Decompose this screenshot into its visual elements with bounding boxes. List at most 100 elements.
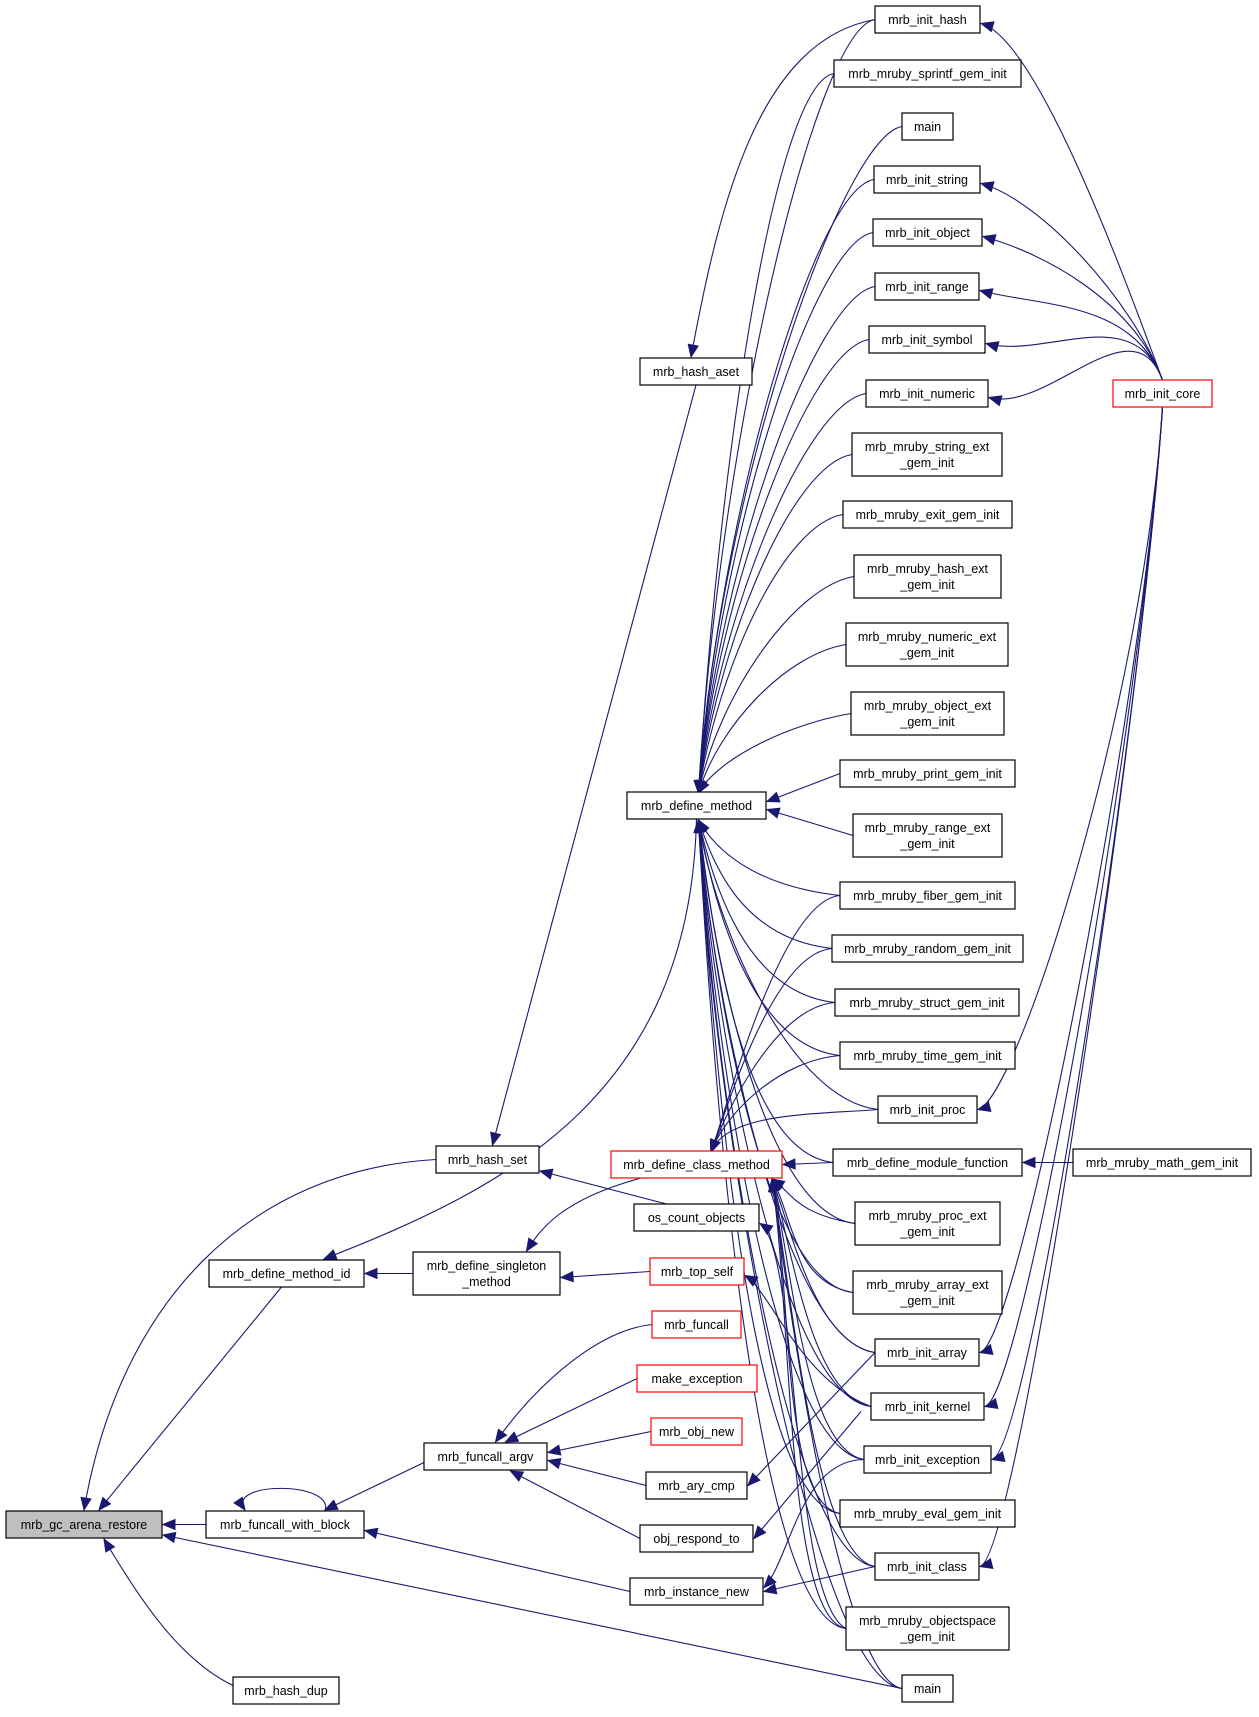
node-box (423, 1442, 548, 1471)
edge-init-hash-to-hash-aset (687, 18, 876, 359)
node-box (839, 759, 1016, 788)
node-label: os_count_objects (648, 1211, 745, 1225)
edge-exit_gem-to-define-method (694, 513, 844, 795)
node-eval-gem[interactable]: mrb_mruby_eval_gem_init (839, 1499, 1016, 1528)
node-define-method-id[interactable]: mrb_define_method_id (208, 1259, 365, 1288)
edge-obj-new-to-funcall-argv (546, 1430, 652, 1456)
node-sprintf-gem[interactable]: mrb_mruby_sprintf_gem_init (833, 59, 1022, 88)
edge-init_proc-to-define-class-method-arrowhead (710, 1138, 721, 1154)
node-range-ext[interactable]: mrb_mruby_range_ext_gem_init (852, 813, 1003, 858)
edge-define-method-to-define-method-id (322, 818, 698, 1260)
node-define-singleton-method[interactable]: mrb_define_singleton_method (412, 1251, 561, 1296)
node-object-ext[interactable]: mrb_mruby_object_ext_gem_init (850, 691, 1005, 736)
node-box (205, 1510, 365, 1539)
node-label: mrb_funcall_argv (438, 1450, 535, 1464)
edge-init_proc-to-define-class-method (710, 1108, 879, 1154)
node-init-kernel[interactable]: mrb_init_kernel (870, 1392, 985, 1421)
node-init-array[interactable]: mrb_init_array (874, 1338, 980, 1367)
node-funcall-with-block[interactable]: mrb_funcall_with_block (205, 1510, 365, 1539)
node-funcall[interactable]: mrb_funcall (651, 1310, 742, 1339)
edge-init_class-to-define-method-line (697, 819, 876, 1568)
edge-ary-cmp-to-funcall-argv-arrowhead (546, 1458, 562, 1470)
node-label: mrb_init_range (885, 280, 968, 294)
node-fiber-gem[interactable]: mrb_mruby_fiber_gem_init (839, 881, 1016, 910)
node-label: _gem_init (899, 837, 955, 851)
edge-object_ext-to-define-method-arrowhead (697, 779, 710, 795)
edge-objectspace_gem-to-define-class-method-line (771, 1178, 847, 1630)
node-numeric-ext[interactable]: mrb_mruby_numeric_ext_gem_init (845, 622, 1009, 667)
node-top-self[interactable]: mrb_top_self (649, 1257, 745, 1286)
node-init-hash[interactable]: mrb_init_hash (874, 5, 981, 34)
node-label: mrb_mruby_objectspace (859, 1614, 996, 1628)
node-label: mrb_mruby_math_gem_init (1086, 1156, 1239, 1170)
node-hash-dup[interactable]: mrb_hash_dup (232, 1676, 340, 1705)
edge-init_exception-to-define-class-method-line (771, 1178, 865, 1461)
edge-init-core-to-init_string-line (980, 182, 1164, 381)
node-gc-arena-restore[interactable]: mrb_gc_arena_restore (5, 1510, 163, 1539)
edge-funcall-to-funcall-argv (494, 1323, 653, 1444)
node-label: _gem_init (899, 1630, 955, 1644)
node-label: mrb_instance_new (644, 1585, 750, 1599)
node-exit-gem[interactable]: mrb_mruby_exit_gem_init (842, 500, 1013, 529)
node-os-count-objects[interactable]: os_count_objects (633, 1203, 760, 1232)
node-box (832, 1148, 1023, 1177)
edge-init-core-to-init_class (978, 406, 1164, 1569)
node-hash-aset[interactable]: mrb_hash_aset (639, 357, 753, 386)
node-obj-respond-to[interactable]: obj_respond_to (639, 1524, 754, 1553)
node-main-bottom[interactable]: main (901, 1674, 954, 1703)
node-label: mrb_hash_dup (244, 1684, 327, 1698)
node-hash-set[interactable]: mrb_hash_set (435, 1145, 540, 1174)
node-obj-new[interactable]: mrb_obj_new (650, 1417, 743, 1446)
node-math-gem[interactable]: mrb_mruby_math_gem_init (1072, 1148, 1252, 1177)
edge-time_gem-to-define-method (695, 818, 841, 1057)
edge-os-count-objects-to-hash-set (538, 1168, 667, 1205)
node-funcall-argv[interactable]: mrb_funcall_argv (423, 1442, 548, 1471)
edge-define-class-method-to-define-singleton-arrowhead (525, 1237, 539, 1253)
node-define-module-function[interactable]: mrb_define_module_function (832, 1148, 1023, 1177)
node-label: mrb_ary_cmp (658, 1479, 734, 1493)
node-init-object[interactable]: mrb_init_object (872, 218, 983, 247)
node-init-numeric[interactable]: mrb_init_numeric (865, 379, 989, 408)
node-array-ext[interactable]: mrb_mruby_array_ext_gem_init (852, 1270, 1003, 1315)
node-instance-new[interactable]: mrb_instance_new (629, 1577, 764, 1606)
node-init-symbol[interactable]: mrb_init_symbol (868, 325, 986, 354)
node-init-class[interactable]: mrb_init_class (874, 1552, 980, 1581)
node-label: mrb_mruby_object_ext (864, 699, 992, 713)
edge-main_bottom-to-define-class-method-line (771, 1178, 903, 1690)
edge-init-core-to-init_object-arrowhead (981, 234, 997, 246)
node-random-gem[interactable]: mrb_mruby_random_gem_init (831, 934, 1024, 963)
node-ary-cmp[interactable]: mrb_ary_cmp (645, 1471, 748, 1500)
node-hash-ext[interactable]: mrb_mruby_hash_ext_gem_init (853, 554, 1002, 599)
node-label: mrb_init_exception (875, 1453, 980, 1467)
node-box (629, 1577, 764, 1606)
node-time-gem[interactable]: mrb_mruby_time_gem_init (839, 1041, 1016, 1070)
node-init-exception[interactable]: mrb_init_exception (863, 1445, 992, 1474)
edge-array_ext-to-define-class-method-line (771, 1178, 854, 1294)
node-struct-gem[interactable]: mrb_mruby_struct_gem_init (834, 988, 1020, 1017)
node-init-range[interactable]: mrb_init_range (874, 272, 980, 301)
edge-init_symbol-to-define-method-line (697, 338, 870, 794)
edge-init-kernel-to-top-self-arrowhead (743, 1274, 759, 1287)
node-init-proc[interactable]: mrb_init_proc (877, 1095, 978, 1124)
node-main-top[interactable]: main (901, 112, 954, 141)
node-box (877, 1095, 978, 1124)
edge-init-kernel-to-obj-respond-to (753, 1411, 862, 1540)
edge-object_ext-to-define-method-line (698, 712, 852, 794)
node-objectspace-gem[interactable]: mrb_mruby_objectspace _gem_init (845, 1606, 1010, 1651)
node-make-exception[interactable]: make_exception (636, 1364, 758, 1393)
node-init-string[interactable]: mrb_init_string (873, 165, 981, 194)
node-box (865, 379, 989, 408)
edge-instance-new-to-funcall-with-block (363, 1527, 631, 1593)
node-print-gem[interactable]: mrb_mruby_print_gem_init (839, 759, 1016, 788)
node-define-class-method[interactable]: mrb_define_class_method (610, 1150, 783, 1179)
node-string-ext[interactable]: mrb_mruby_string_ext_gem_init (851, 432, 1003, 477)
edge-numeric_ext-to-define-method-line (697, 643, 847, 794)
edge-init-core-to-init_numeric (987, 350, 1164, 407)
node-init-core[interactable]: mrb_init_core (1112, 379, 1213, 408)
edge-print_gem-to-define-method (765, 772, 841, 803)
node-label: _gem_init (899, 578, 955, 592)
node-label: make_exception (651, 1372, 742, 1386)
edge-top-self-to-define-singleton (559, 1270, 651, 1283)
node-proc-ext[interactable]: mrb_mruby_proc_ext_gem_init (854, 1201, 1001, 1246)
node-define-method[interactable]: mrb_define_method (626, 791, 767, 820)
